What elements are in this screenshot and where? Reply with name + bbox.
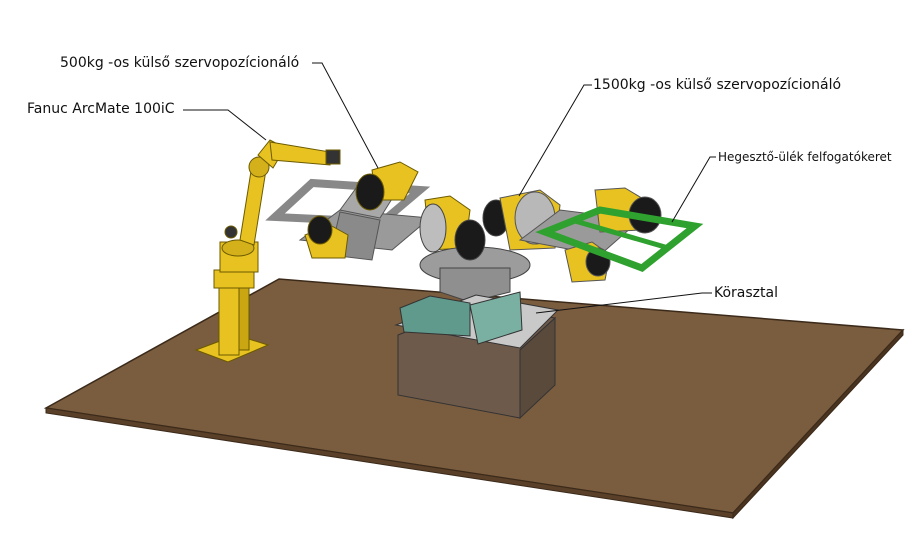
positioner-1500	[499, 187, 662, 283]
label-positioner-500: 500kg -os külső szervopozícionáló	[60, 55, 300, 71]
turntable-base	[394, 291, 560, 420]
label-robot: Fanuc ArcMate 100iC	[27, 101, 175, 117]
robot-arm	[219, 139, 341, 273]
welding-fixture-frame	[535, 206, 704, 272]
label-fixture-frame: Hegesztő-ülék felfogatókeret	[718, 150, 892, 164]
leader-lines	[183, 62, 716, 314]
turntable-upper	[419, 199, 531, 303]
leader-turntable	[535, 292, 712, 314]
leader-positioner-1500	[518, 84, 592, 197]
robot-pedestal	[194, 269, 270, 363]
leader-robot	[183, 109, 267, 141]
label-turntable: Körasztal	[714, 285, 778, 301]
label-positioner-1500: 1500kg -os külső szervopozícionáló	[593, 77, 842, 93]
leader-positioner-500	[312, 62, 379, 169]
leader-frame	[671, 156, 716, 223]
